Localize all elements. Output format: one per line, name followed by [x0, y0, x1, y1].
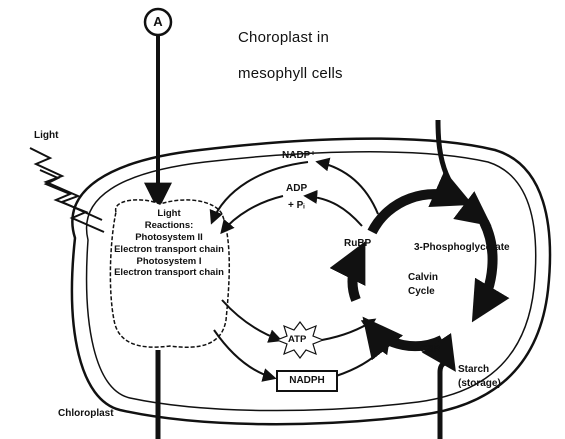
calvin-cycle-label-line1: Calvin	[408, 272, 438, 283]
light-reactions-line2: Reactions:	[113, 220, 225, 232]
starch-label-line1: Starch	[458, 364, 489, 375]
pi-label: + Pᵢ	[288, 200, 305, 211]
nadp-plus-label: NADP⁺	[282, 150, 316, 161]
arrow-calvin-to-adp	[306, 196, 362, 226]
output-line-right	[440, 363, 452, 439]
g3p-label: G3P	[420, 344, 440, 355]
light-reactions-line5: Photosystem I	[113, 256, 225, 268]
co2-input-line	[438, 120, 486, 222]
light-reactions-text: Light Reactions: Photosystem II Electron…	[113, 208, 225, 279]
diagram-title-line1: Choroplast in	[238, 30, 329, 47]
calvin-arc-top	[372, 194, 462, 232]
adp-label: ADP	[286, 183, 307, 194]
arrow-light-to-nadph	[214, 330, 274, 378]
calvin-arc-left	[353, 252, 360, 300]
light-label: Light	[34, 130, 58, 141]
light-reactions-line3: Photosystem II	[113, 232, 225, 244]
light-reactions-line1: Light	[113, 208, 225, 220]
calvin-arc-right	[478, 222, 493, 312]
diagram-title-line2: mesophyll cells	[238, 66, 343, 83]
arrow-nadph-to-calvin	[336, 342, 388, 376]
arrow-light-to-atp	[222, 300, 280, 340]
rubp-label: RuBP	[344, 238, 371, 249]
arrow-calvin-to-nadp	[318, 162, 378, 214]
chloroplast-label: Chloroplast	[58, 408, 114, 419]
atp-label: ATP	[288, 335, 306, 345]
input-marker-label: A	[146, 10, 170, 34]
arrow-atp-to-calvin	[322, 320, 374, 340]
arrow-adp-to-light	[222, 196, 283, 232]
phosphoglycerate-label: 3-Phosphoglycerate	[414, 242, 510, 253]
light-reactions-line6: Electron transport chain	[113, 267, 225, 279]
light-reactions-line4: Electron transport chain	[113, 244, 225, 256]
calvin-cycle-label-line2: Cycle	[408, 286, 435, 297]
nadph-label: NADPH	[276, 370, 338, 392]
starch-label-line2: (storage)	[458, 378, 501, 389]
